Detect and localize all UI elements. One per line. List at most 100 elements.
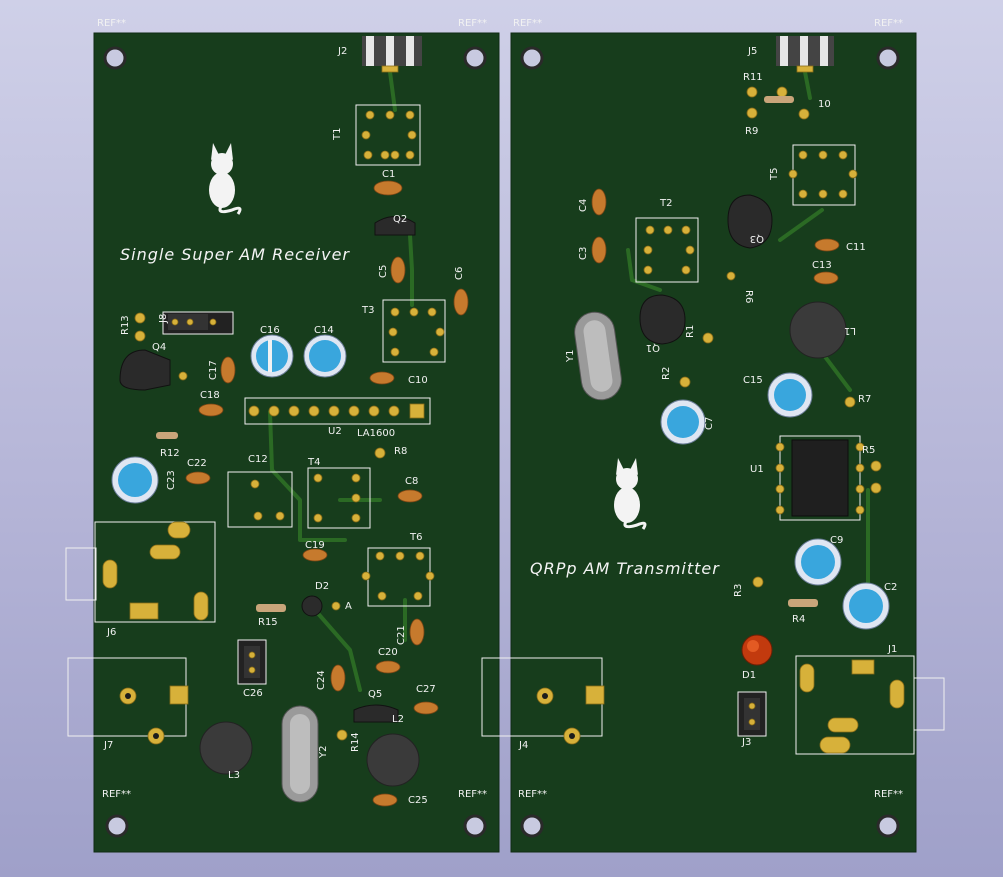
capacitor-c10 <box>369 371 395 385</box>
label-c26: C26 <box>243 688 263 699</box>
capacitor-c23 <box>111 456 159 504</box>
cat-logo <box>209 143 242 215</box>
pad <box>746 107 758 119</box>
label-c1: C1 <box>382 169 395 180</box>
resistor-r4 <box>788 599 818 607</box>
transistor-q3 <box>727 194 773 249</box>
label-c2: C2 <box>884 582 897 593</box>
label-t4: T4 <box>307 457 320 468</box>
transistor-q1 <box>639 294 686 345</box>
label-j8: J8 <box>158 314 169 324</box>
mounting-hole <box>463 46 487 70</box>
capacitor-c7 <box>660 399 706 445</box>
label-r14: R14 <box>350 732 361 752</box>
connector-j7 <box>67 657 189 745</box>
capacitor-c27 <box>413 701 439 715</box>
label-r15: R15 <box>258 617 278 628</box>
mounting-hole <box>520 46 544 70</box>
label-r10: 10 <box>818 99 831 110</box>
capacitor-c6 <box>453 288 469 316</box>
resistor-r13-pad <box>134 312 146 324</box>
capacitor-c24 <box>330 664 346 692</box>
ic-u1 <box>775 435 865 521</box>
label-r1: R1 <box>685 325 696 338</box>
ref-label: REF** <box>102 789 131 800</box>
label-c24: C24 <box>316 670 327 690</box>
label-r9: R9 <box>745 126 758 137</box>
capacitor-c14 <box>303 334 347 378</box>
label-c27: C27 <box>416 684 436 695</box>
label-c15: C15 <box>743 375 763 386</box>
label-c7: C7 <box>704 417 715 430</box>
cat-logo <box>614 458 647 530</box>
label-r11: R11 <box>743 72 763 83</box>
label-j2: J2 <box>337 46 347 57</box>
capacitor-c21 <box>409 618 425 646</box>
trace <box>778 208 824 242</box>
jumper-j8 <box>162 311 234 335</box>
label-c14: C14 <box>314 325 334 336</box>
label-c8: C8 <box>405 476 418 487</box>
label-j5: J5 <box>747 46 757 57</box>
led-d1-highlight <box>747 640 759 652</box>
transistor-q4 <box>119 349 171 391</box>
capacitor-c9 <box>794 538 842 586</box>
capacitor-c1 <box>373 180 403 196</box>
receiver-board: Single Super AM Receiver REF** REF** REF… <box>65 18 500 853</box>
label-q5: Q5 <box>368 689 382 700</box>
capacitor-c4 <box>591 188 607 216</box>
inductor-l3 <box>199 721 253 775</box>
crystal-y2-top <box>290 714 310 794</box>
pad <box>726 271 736 281</box>
resistor-r12 <box>156 432 178 439</box>
label-r3: R3 <box>733 584 744 597</box>
label-r13: R13 <box>120 315 131 335</box>
capacitor-c15 <box>767 372 813 418</box>
label-j4: J4 <box>518 740 528 751</box>
connector-j1 <box>795 655 945 755</box>
label-t3: T3 <box>361 305 374 316</box>
label-c21: C21 <box>396 625 407 645</box>
connector-j4 <box>481 657 605 745</box>
pad <box>776 86 788 98</box>
label-c4: C4 <box>578 199 589 212</box>
board-title: QRPp AM Transmitter <box>530 559 720 578</box>
trace <box>626 248 662 292</box>
label-r8: R8 <box>394 446 407 457</box>
inductor-l2 <box>366 733 420 787</box>
label-q4: Q4 <box>152 342 166 353</box>
connector-j6 <box>65 521 216 623</box>
label-t1: T1 <box>332 128 343 141</box>
trace <box>388 70 397 112</box>
label-c18: C18 <box>200 390 220 401</box>
ref-label: REF** <box>513 18 542 29</box>
label-q3: Q3 <box>750 233 764 244</box>
capacitor-c11 <box>814 238 840 252</box>
pad <box>178 371 188 381</box>
mounting-hole <box>105 814 129 838</box>
connector-j5 <box>776 36 834 73</box>
pad <box>702 332 714 344</box>
capacitor-c2 <box>842 582 890 630</box>
resistor-r15 <box>256 604 286 612</box>
label-c17: C17 <box>208 360 219 380</box>
resistor-r13-pad <box>134 330 146 342</box>
label-l2: L2 <box>392 714 404 725</box>
label-t6: T6 <box>409 532 422 543</box>
label-c22: C22 <box>187 458 207 469</box>
trace <box>313 608 362 692</box>
label-t5: T5 <box>769 168 780 181</box>
capacitor-c3 <box>591 236 607 264</box>
transformer-t4 <box>307 467 371 529</box>
capacitor-c17 <box>220 356 236 384</box>
label-r4: R4 <box>792 614 805 625</box>
jumper-j3 <box>737 691 767 737</box>
transformer-t5 <box>788 144 858 206</box>
capacitor-c18 <box>198 403 224 417</box>
pad <box>331 601 341 611</box>
label-c12: C12 <box>248 454 268 465</box>
label-q1: Q1 <box>646 342 660 353</box>
label-c6: C6 <box>454 267 465 280</box>
capacitor-c25 <box>372 793 398 807</box>
